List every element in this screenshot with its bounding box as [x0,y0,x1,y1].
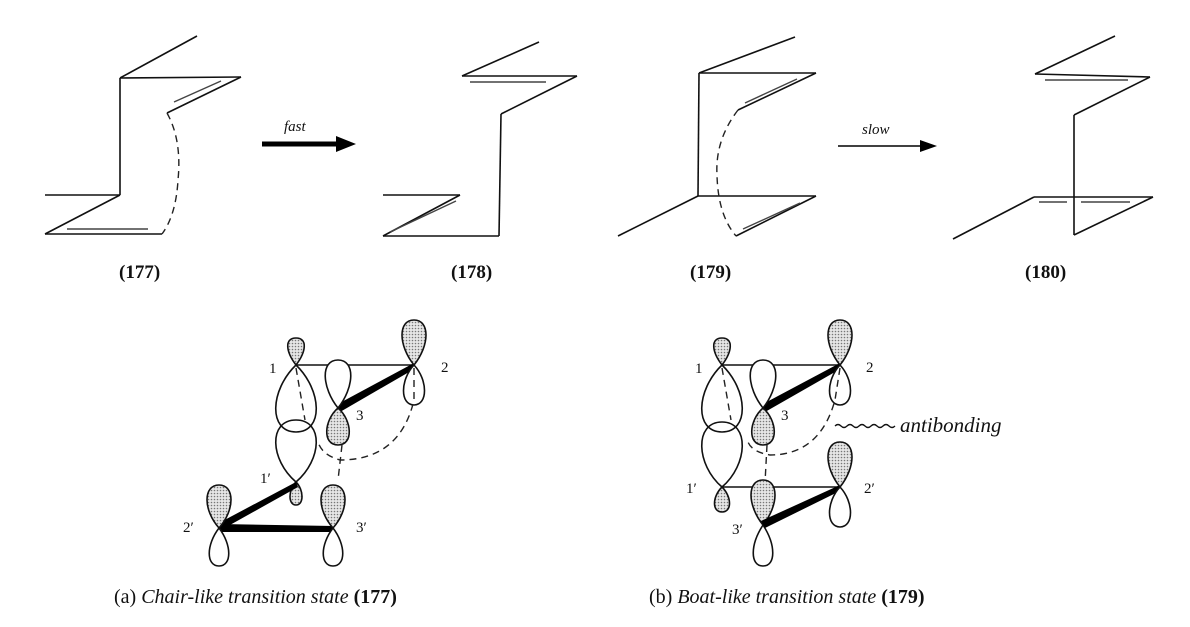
atom-label-2: 2 [441,360,449,376]
atom-label-2-prime: 2′ [183,520,194,536]
caption-a-title: Chair-like transition state [141,586,349,608]
antibonding-label: antibonding [900,413,1002,437]
label-177: (177) [119,262,160,283]
caption-b-ref: (179) [881,586,925,608]
caption-a: (a) Chair-like transition state (177) [114,586,397,609]
antibonding-wavy-line [834,423,896,429]
caption-b-prefix: (b) [649,586,678,608]
arrow-fast: fast [262,119,356,152]
caption-a-ref: (177) [353,586,397,608]
label-180: (180) [1025,262,1066,283]
structure-179 [617,36,817,237]
caption-a-prefix: (a) [114,586,142,608]
arrow-slow: slow [838,122,937,152]
structure-180 [952,35,1154,240]
caption-b-title: Boat-like transition state [677,586,877,608]
atom-label-3: 3 [781,408,789,424]
atom-label-1-prime: 1′ [260,471,271,487]
orbital-diagram-boat: antibonding 1 2 3 1′ 2′ 3′ [686,319,1002,567]
structure-178 [382,41,578,237]
caption-b: (b) Boat-like transition state (179) [649,586,925,609]
atom-label-3-prime: 3′ [356,520,367,536]
atom-label-2-prime: 2′ [864,481,875,497]
arrow-fast-label: fast [284,119,307,135]
orbital-diagram-chair: 1 2 3 1′ 2′ 3′ [183,319,449,567]
atom-label-3-prime: 3′ [732,522,743,538]
label-179: (179) [690,262,731,283]
atom-label-1: 1 [269,361,277,377]
atom-label-3: 3 [356,408,364,424]
arrow-slow-label: slow [862,122,890,138]
atom-label-1: 1 [695,361,703,377]
structure-177 [44,35,242,235]
label-178: (178) [451,262,492,283]
atom-label-1-prime: 1′ [686,481,697,497]
atom-label-2: 2 [866,360,874,376]
